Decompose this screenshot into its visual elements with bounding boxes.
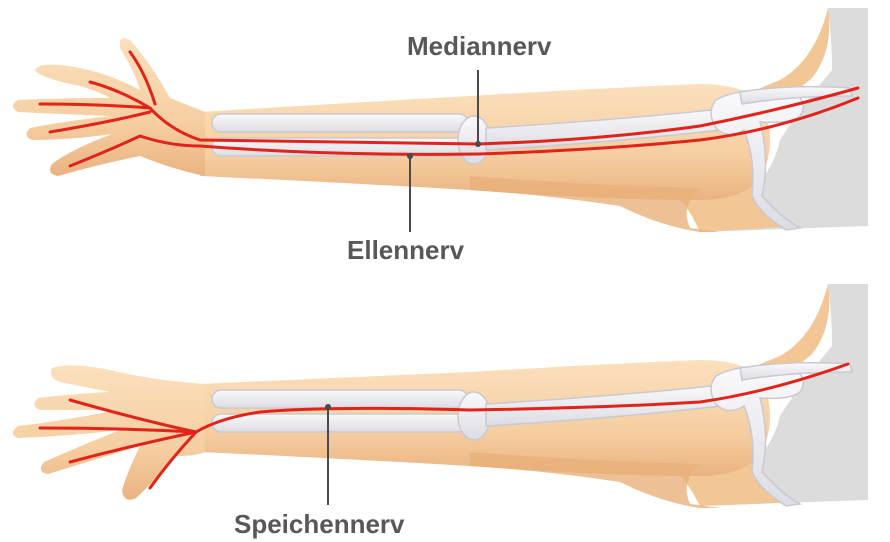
bottom-radius xyxy=(211,389,469,409)
bottom-finger-nerve-3 xyxy=(68,430,198,464)
top-nerves xyxy=(38,50,860,168)
bottom-thumb-nerve xyxy=(148,430,198,490)
top-finger-nerve-2 xyxy=(38,102,152,110)
top-finger-nerve-1 xyxy=(88,80,152,110)
radial-nerve-label: Speichennerv xyxy=(234,509,405,539)
top-radius xyxy=(211,113,469,133)
bottom-radial-nerve xyxy=(194,362,850,434)
top-bones xyxy=(211,85,853,231)
top-elbow-joint xyxy=(457,115,491,165)
bottom-clavicle xyxy=(739,361,853,381)
bottom-radial-pointer-dot xyxy=(325,404,331,410)
median-nerve-label: Mediannerv xyxy=(407,31,552,61)
top-thumb-nerve xyxy=(128,50,157,106)
top-arm xyxy=(13,8,868,232)
bottom-arm xyxy=(13,284,868,508)
top-finger-nerve-3 xyxy=(48,110,152,134)
bottom-torso xyxy=(700,284,868,506)
bottom-elbow-joint xyxy=(457,391,491,441)
top-clavicle xyxy=(739,85,853,105)
bottom-finger-nerve-2 xyxy=(38,426,198,434)
bottom-arm-shadow xyxy=(470,452,720,508)
bottom-nerves xyxy=(38,362,850,490)
bottom-ulna xyxy=(211,413,473,433)
bottom-finger-nerve-1 xyxy=(68,398,198,434)
ulnar-nerve-label: Ellennerv xyxy=(347,235,465,265)
top-hand xyxy=(13,38,205,177)
top-ulnar-pointer-dot xyxy=(407,153,413,159)
bottom-hand xyxy=(13,365,205,500)
top-finger-nerve-4 xyxy=(68,134,142,168)
top-median-pointer-dot xyxy=(475,141,481,147)
bottom-scapula xyxy=(710,365,805,507)
top-arm-shadow xyxy=(470,176,720,232)
top-median-nerve xyxy=(148,86,860,146)
top-ulnar-nerve xyxy=(138,96,860,156)
top-torso xyxy=(700,8,868,232)
